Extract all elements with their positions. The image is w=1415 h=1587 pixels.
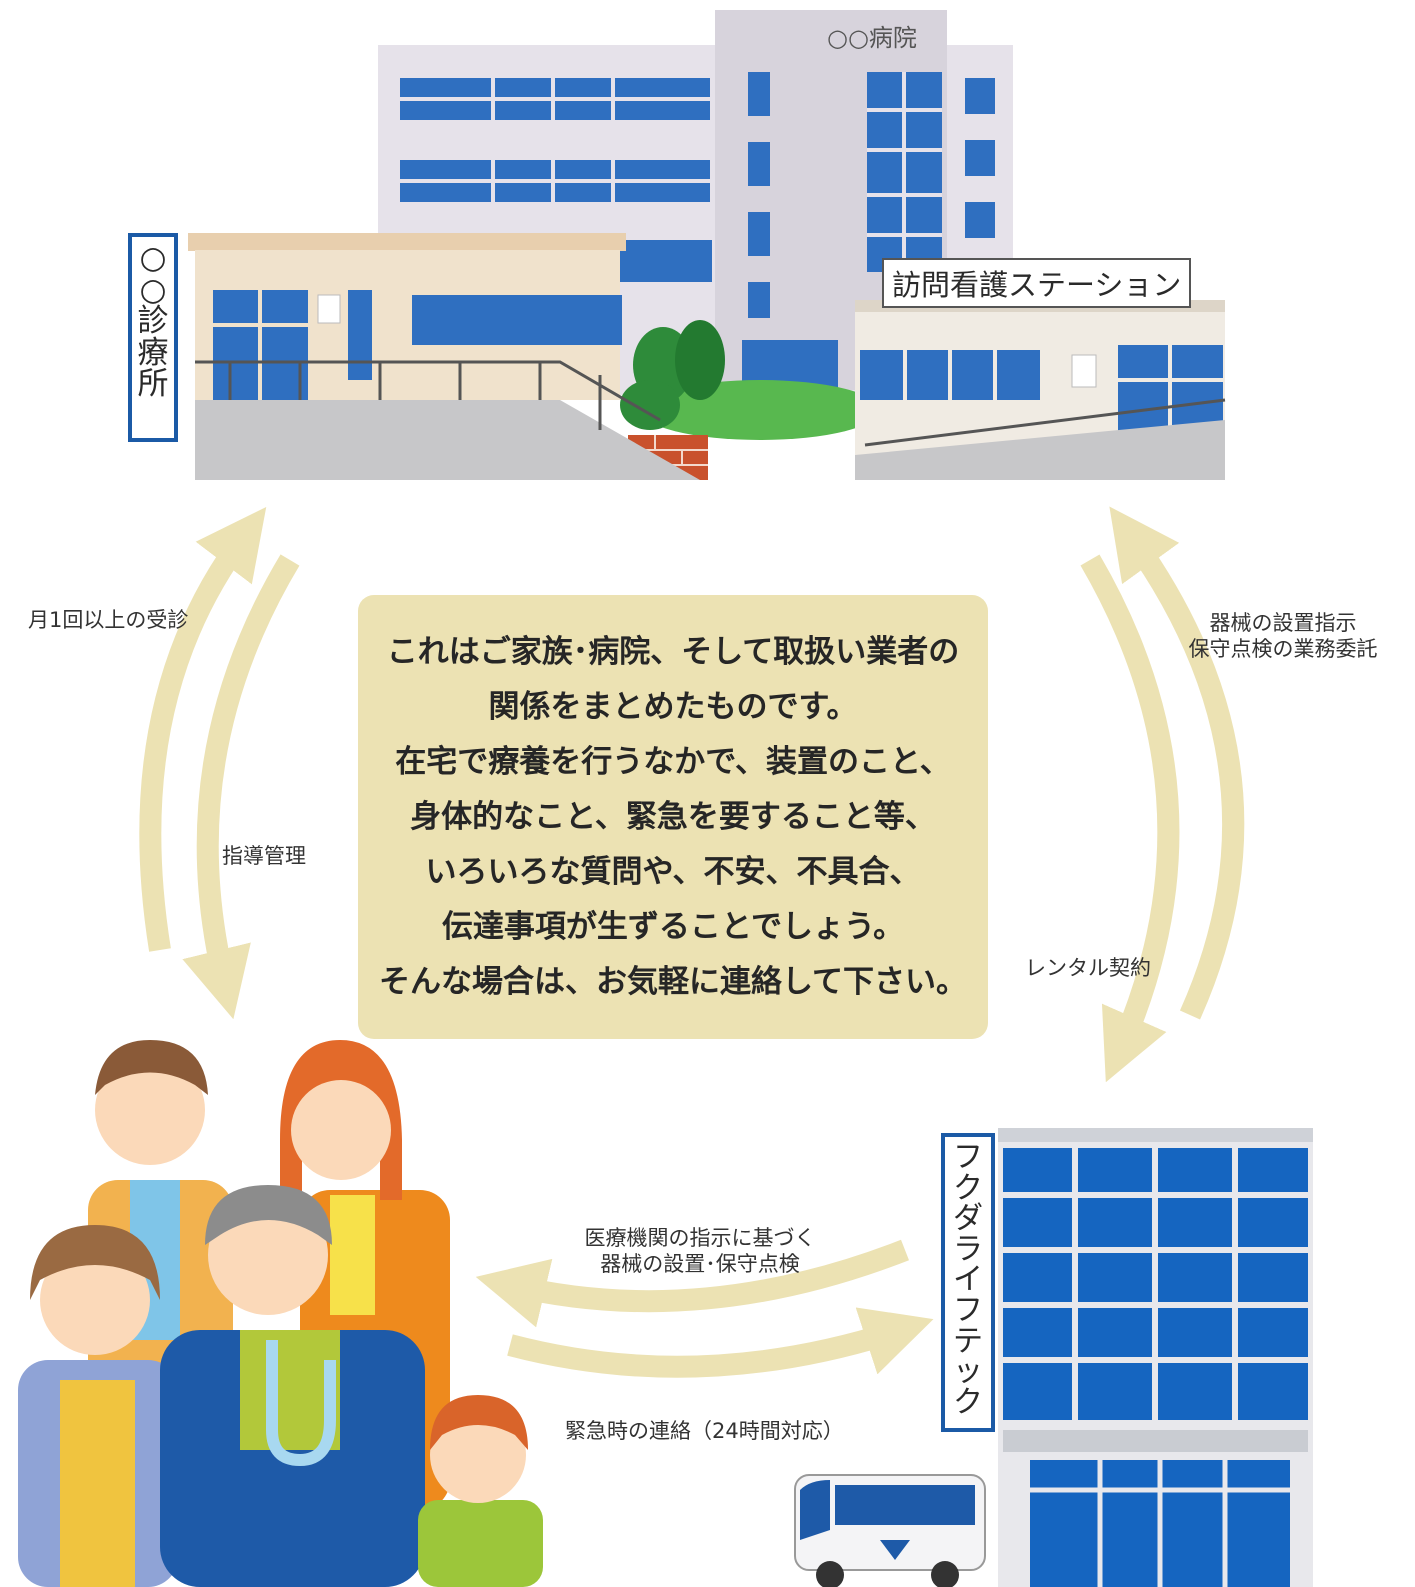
clinic-building xyxy=(188,233,700,480)
family-illustration xyxy=(18,1040,543,1587)
company-sign-char: フ xyxy=(953,1140,983,1175)
message-line: 在宅で療養を行うなかで、装置のこと、 xyxy=(395,744,951,780)
company-sign: フ ク ダ ラ イ フ テ ッ ク xyxy=(941,1133,995,1432)
company-sign-char: フ xyxy=(953,1292,983,1328)
company-sign-char: ダ xyxy=(953,1201,983,1237)
label-device-instruction-line2: 保守点検の業務委託 xyxy=(1188,637,1378,662)
hospital-name: ○○病院 xyxy=(827,24,917,52)
company-sign-char: テ xyxy=(953,1323,983,1359)
nursing-station-building xyxy=(855,300,1226,480)
clinic-sign-char: ○ xyxy=(139,240,167,276)
message-line: そんな場合は、お気軽に連絡して下さい。 xyxy=(378,964,968,1000)
clinic-sign-char: ○ xyxy=(139,271,167,308)
company-sign-char: ク xyxy=(953,1384,983,1420)
clinic-sign-char: 所 xyxy=(137,366,169,403)
label-install-line2: 器械の設置･保守点検 xyxy=(600,1252,800,1277)
message-line: いろいろな質問や、不安、不具合、 xyxy=(425,854,921,890)
company-sign-char: ク xyxy=(953,1170,983,1206)
message-line: 身体的なこと、緊急を要すること等、 xyxy=(410,799,936,835)
arrows xyxy=(139,506,1245,1378)
clinic-sign: ○ ○ 診 療 所 xyxy=(128,233,178,442)
message-line: 伝達事項が生ずることでしょう。 xyxy=(441,909,905,945)
message-line: これはご家族･病院、そして取扱い業者の xyxy=(386,634,960,670)
label-device-instruction: 器械の設置指示 保守点検の業務委託 xyxy=(1163,610,1403,663)
hospital-building xyxy=(378,10,1013,480)
clinic-sign-char: 療 xyxy=(137,334,169,371)
company-building xyxy=(794,1128,1313,1587)
label-install: 医療機関の指示に基づく 器械の設置･保守点検 xyxy=(560,1225,840,1278)
label-rental: レンタル契約 xyxy=(1025,956,1151,980)
label-guidance: 指導管理 xyxy=(222,844,306,868)
label-device-instruction-line1: 器械の設置指示 xyxy=(1209,611,1357,635)
label-emergency: 緊急時の連絡（24時間対応） xyxy=(565,1419,844,1443)
company-sign-char: イ xyxy=(953,1262,983,1298)
company-sign-char: ッ xyxy=(953,1354,983,1390)
message-line: 関係をまとめたものです。 xyxy=(488,689,858,725)
clinic-sign-char: 診 xyxy=(137,303,169,340)
nursing-station-sign: 訪問看護ステーション xyxy=(882,258,1192,308)
label-install-line1: 医療機関の指示に基づく xyxy=(584,1226,816,1250)
label-monthly-visit: 月1回以上の受診 xyxy=(28,608,189,632)
message-box: これはご家族･病院、そして取扱い業者の 関係をまとめたものです。 在宅で療養を行… xyxy=(358,595,988,1039)
company-sign-char: ラ xyxy=(953,1231,983,1267)
